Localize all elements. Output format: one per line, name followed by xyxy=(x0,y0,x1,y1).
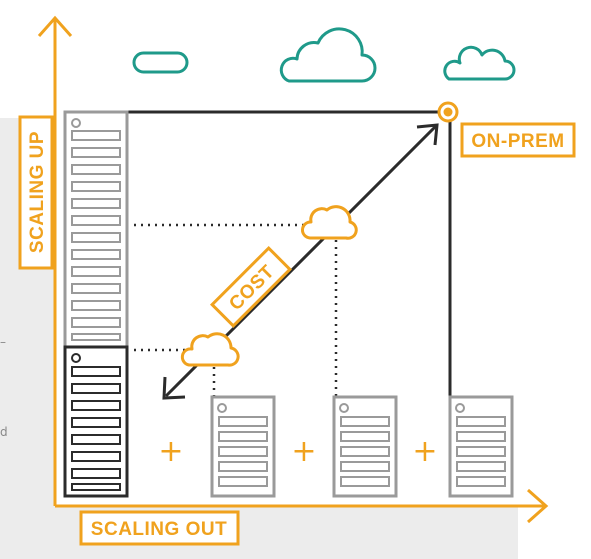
on-prem-marker xyxy=(437,101,459,123)
cloud-icon xyxy=(443,45,516,81)
scaling-up-label-box: SCALING UP xyxy=(18,115,54,270)
edge-text-fragment: d xyxy=(0,425,8,439)
cloud-icon xyxy=(132,51,189,74)
cost-label-box: COST xyxy=(209,245,293,329)
horizontal-axis xyxy=(55,488,549,524)
on-prem-label: ON-PREM xyxy=(471,131,564,152)
edge-text-fragment: – xyxy=(0,335,6,349)
server-rack-icon xyxy=(332,395,398,498)
plus-sign: + xyxy=(291,434,316,469)
capacity-frame xyxy=(127,110,452,397)
cloud-icon xyxy=(301,205,358,240)
scaling-out-label: SCALING OUT xyxy=(91,519,227,540)
plus-sign: + xyxy=(412,434,437,469)
vertical-axis xyxy=(37,15,73,506)
cloud-icon xyxy=(279,27,377,83)
server-rack-icon xyxy=(210,395,276,498)
server-rack-icon xyxy=(63,110,129,498)
scaling-up-label: SCALING UP xyxy=(27,131,48,253)
scaling-out-label-box: SCALING OUT xyxy=(79,510,240,546)
on-prem-label-box: ON-PREM xyxy=(460,122,576,158)
cloud-icon xyxy=(180,332,240,367)
plus-sign: + xyxy=(158,434,183,469)
server-rack-icon xyxy=(448,395,514,498)
cost-guide-lines xyxy=(134,223,338,396)
